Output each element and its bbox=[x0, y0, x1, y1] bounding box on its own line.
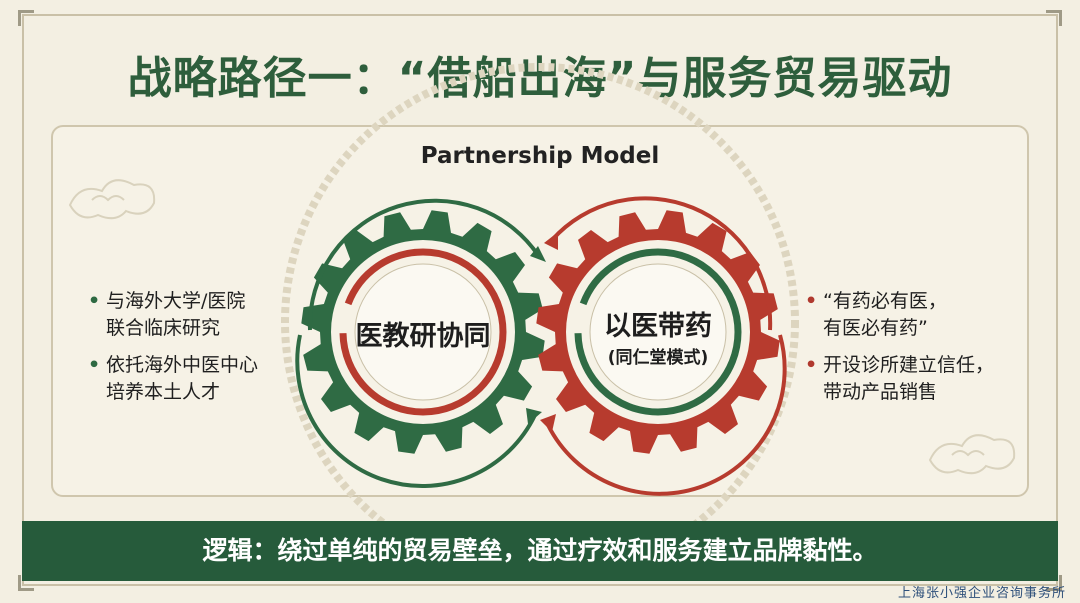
top-left-arrowhead bbox=[530, 246, 546, 262]
left-bullet-2-text: 依托海外中医中心 培养本土人才 bbox=[106, 354, 259, 403]
right-bullet-1: • “有药必有医， 有医必有药” bbox=[805, 288, 1020, 342]
logic-banner: 逻辑：绕过单纯的贸易壁垒，通过疗效和服务建立品牌黏性。 bbox=[22, 521, 1058, 581]
corner-ornament-bl bbox=[18, 575, 34, 591]
top-left-arrow bbox=[307, 198, 542, 331]
left-bullet-list: • 与海外大学/医院 联合临床研究 • 依托海外中医中心 培养本土人才 bbox=[88, 288, 298, 416]
bullet-dot: • bbox=[88, 290, 101, 312]
logic-banner-text: 逻辑：绕过单纯的贸易壁垒，通过疗效和服务建立品牌黏性。 bbox=[202, 536, 878, 565]
diagram-subtitle: Partnership Model bbox=[420, 143, 660, 169]
bottom-right-arrowhead bbox=[540, 414, 556, 432]
left-bullet-2: • 依托海外中医中心 培养本土人才 bbox=[88, 352, 298, 406]
bottom-right-arrow bbox=[546, 334, 787, 496]
watermark: 上海张小强企业咨询事务所 bbox=[897, 586, 1066, 601]
bottom-left-arrow bbox=[295, 334, 537, 488]
right-bullet-2: • 开设诊所建立信任， 带动产品销售 bbox=[805, 352, 1020, 406]
corner-ornament-tr bbox=[1046, 10, 1062, 26]
right-gear-label: 以医带药 bbox=[604, 311, 712, 342]
top-right-arrowhead bbox=[544, 232, 558, 250]
left-bullet-1-text: 与海外大学/医院 联合临床研究 bbox=[106, 290, 246, 339]
top-right-arrow bbox=[550, 196, 773, 331]
outer-frame bbox=[22, 14, 1058, 586]
right-gear-inner-ring bbox=[574, 248, 742, 416]
right-bullet-2-text: 开设诊所建立信任， 带动产品销售 bbox=[823, 354, 995, 403]
right-gear-center bbox=[589, 263, 727, 401]
left-gear-inner-ring bbox=[339, 248, 507, 416]
left-gear-label: 医教研协同 bbox=[356, 321, 491, 352]
bullet-dot: • bbox=[805, 290, 818, 312]
corner-ornament-tl bbox=[18, 10, 34, 26]
left-gear-center bbox=[354, 263, 492, 401]
left-gear bbox=[301, 210, 545, 454]
corner-ornament-br bbox=[1046, 575, 1062, 591]
bullet-dot: • bbox=[805, 354, 818, 376]
bullet-dot: • bbox=[88, 354, 101, 376]
right-gear bbox=[536, 210, 780, 454]
right-bullet-list: • “有药必有医， 有医必有药” • 开设诊所建立信任， 带动产品销售 bbox=[805, 288, 1020, 416]
slide-title: 战略路径一：“借船出海”与服务贸易驱动 bbox=[127, 53, 953, 104]
right-gear-sublabel: (同仁堂模式) bbox=[608, 347, 709, 368]
left-bullet-1: • 与海外大学/医院 联合临床研究 bbox=[88, 288, 298, 342]
bottom-left-arrowhead bbox=[526, 408, 542, 424]
right-bullet-1-text: “有药必有医， 有医必有药” bbox=[823, 290, 947, 339]
